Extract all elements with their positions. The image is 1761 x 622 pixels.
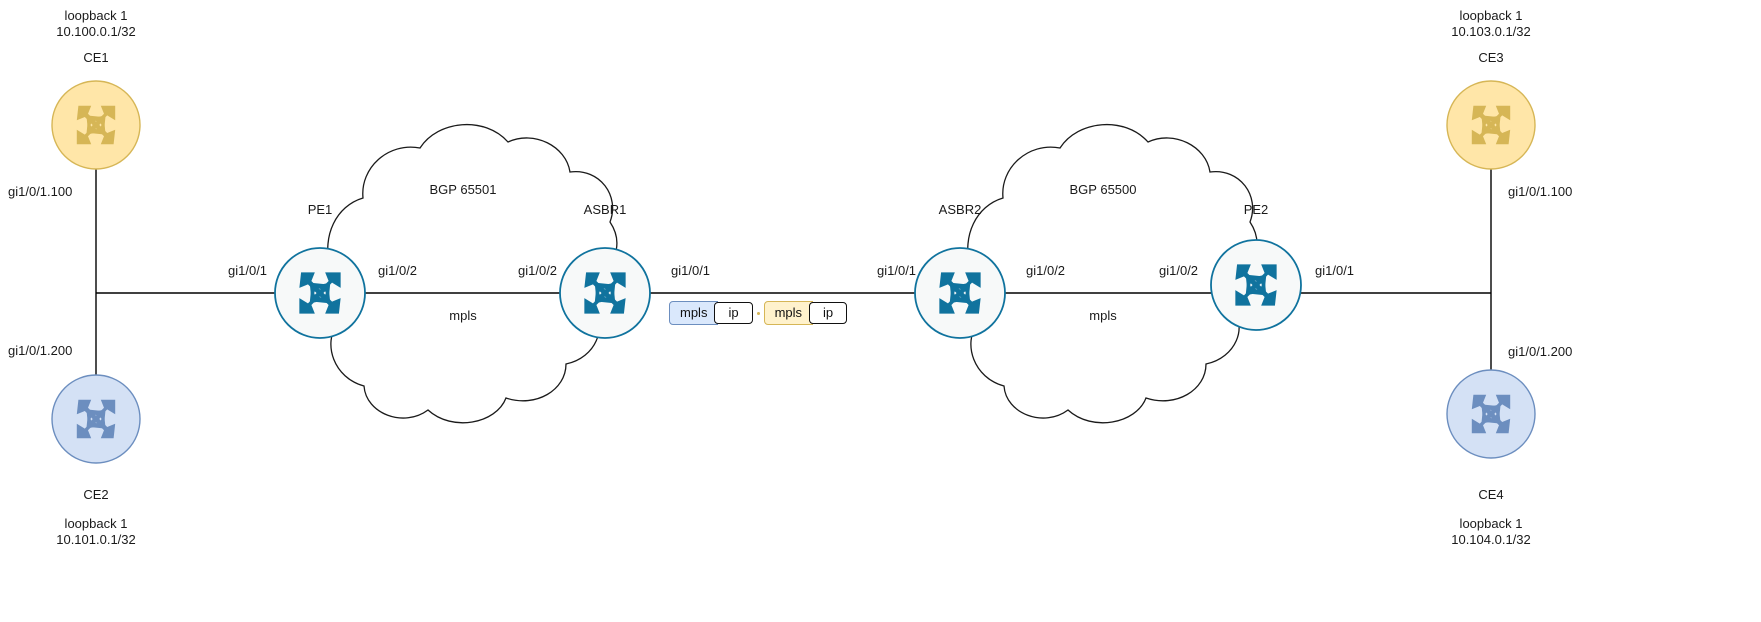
ce3-loopback-title: loopback 1 (1459, 8, 1523, 23)
link-label-mpls-right: mpls (1089, 308, 1117, 323)
iface-asbr2-left: gi1/0/1 (877, 263, 917, 278)
iface-asbr2-right: gi1/0/2 (1026, 263, 1066, 278)
legend-blue-ip-label: ip (714, 302, 753, 324)
cloud-bgp-65501 (327, 123, 618, 424)
link-lines (95, 169, 1492, 375)
node-asbr1[interactable] (559, 247, 651, 339)
cloud-label-bgp-65500: BGP 65500 (1069, 182, 1137, 197)
iface-pe1-right: gi1/0/2 (378, 263, 418, 278)
node-pe1[interactable] (274, 247, 366, 339)
ce4-loopback-address: 10.104.0.1/32 (1451, 532, 1531, 547)
legend-chip-blue[interactable]: mpls ip (669, 301, 753, 325)
ce1-loopback-address: 10.100.0.1/32 (56, 24, 136, 39)
node-ce1[interactable] (51, 80, 141, 170)
iface-pe2-left: gi1/0/2 (1159, 263, 1199, 278)
pe2-node-label: PE2 (1243, 202, 1269, 217)
legend-chip-gold[interactable]: mpls ip (763, 301, 848, 325)
ce4-loopback-title: loopback 1 (1459, 516, 1523, 531)
iface-pe1-left: gi1/0/1 (228, 263, 268, 278)
ce3-loopback-address: 10.103.0.1/32 (1451, 24, 1531, 39)
node-ce3[interactable] (1446, 80, 1536, 170)
legend-chips: mpls ip mpls ip (669, 301, 848, 325)
iface-ce2-link: gi1/0/1.200 (8, 343, 73, 358)
ce1-node-label: CE1 (83, 50, 109, 65)
legend-gold-mpls-label: mpls (763, 301, 814, 325)
ce4-node-label: CE4 (1478, 487, 1504, 502)
legend-separator-dot (756, 311, 760, 315)
ce2-loopback-title: loopback 1 (64, 516, 128, 531)
iface-asbr1-left: gi1/0/2 (518, 263, 558, 278)
iface-ce1-link: gi1/0/1.100 (8, 184, 73, 199)
iface-ce3-link: gi1/0/1.100 (1508, 184, 1573, 199)
node-pe2[interactable] (1210, 239, 1302, 331)
asbr2-node-label: ASBR2 (938, 202, 982, 217)
node-ce4[interactable] (1446, 369, 1536, 459)
iface-ce4-link: gi1/0/1.200 (1508, 344, 1573, 359)
legend-gold-ip-label: ip (809, 302, 848, 324)
ce1-loopback-title: loopback 1 (64, 8, 128, 23)
ce2-loopback-address: 10.101.0.1/32 (56, 532, 136, 547)
iface-pe2-right: gi1/0/1 (1315, 263, 1355, 278)
cloud-bgp-65500 (967, 123, 1258, 424)
ce3-node-label: CE3 (1478, 50, 1504, 65)
iface-asbr1-right: gi1/0/1 (671, 263, 711, 278)
node-asbr2[interactable] (914, 247, 1006, 339)
cloud-label-bgp-65501: BGP 65501 (429, 182, 497, 197)
pe1-node-label: PE1 (307, 202, 333, 217)
asbr1-node-label: ASBR1 (583, 202, 627, 217)
ce2-node-label: CE2 (83, 487, 109, 502)
legend-blue-mpls-label: mpls (669, 301, 719, 325)
node-ce2[interactable] (51, 374, 141, 464)
link-label-mpls-left: mpls (449, 308, 477, 323)
